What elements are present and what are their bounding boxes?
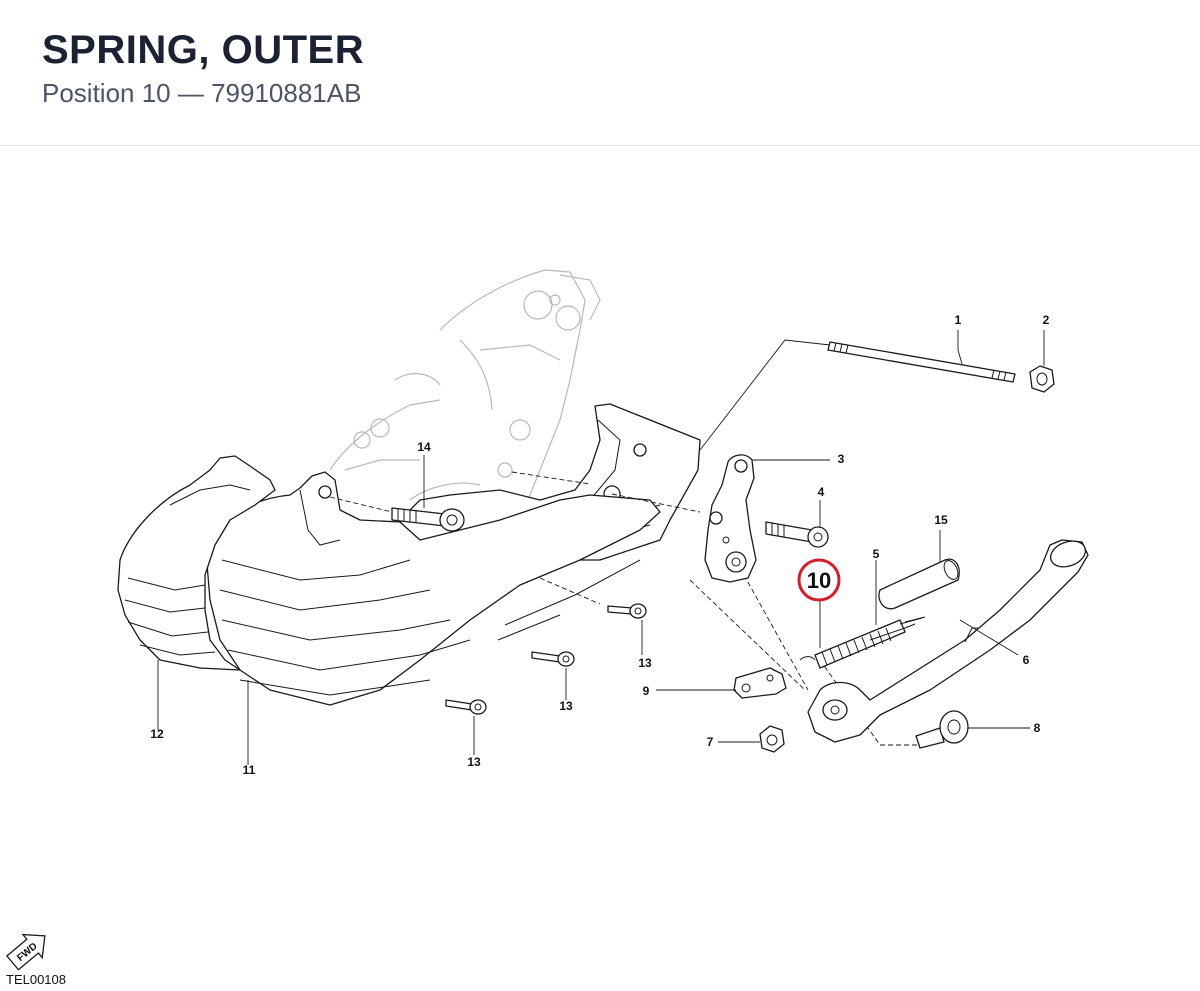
- part-5-inner-spring: [869, 616, 926, 641]
- screw-13-upper: [607, 603, 647, 619]
- part-4-bolt: [765, 521, 829, 548]
- part-9-plate: [733, 667, 787, 699]
- callout-6: 6: [1023, 653, 1030, 667]
- callout-5: 5: [873, 547, 880, 561]
- callout-9: 9: [643, 684, 650, 698]
- callout-13-middle: 13: [559, 699, 573, 713]
- part-3-bracket: [704, 454, 757, 583]
- part-10-outer-spring: [799, 617, 923, 669]
- part-8-pivot-bolt: [915, 710, 969, 749]
- callout-1: 1: [955, 313, 962, 327]
- part-15-sleeve: [878, 558, 960, 610]
- callout-13-upper: 13: [638, 656, 652, 670]
- diagram-reference-code: TEL00108: [6, 972, 66, 987]
- callout-2: 2: [1043, 313, 1050, 327]
- page-subtitle: Position 10 — 79910881AB: [42, 78, 362, 108]
- part-6-side-stand: [807, 539, 1089, 743]
- highlight-ring: [797, 558, 841, 602]
- part-1-threaded-pin: [827, 341, 1016, 383]
- screw-13-middle: [531, 651, 575, 667]
- bracket-pin-guide-line: [699, 339, 831, 451]
- callout-8: 8: [1034, 721, 1041, 735]
- fwd-arrow-icon: FWD: [5, 933, 46, 971]
- screw-13-lower: [445, 699, 487, 715]
- callout-7: 7: [707, 735, 714, 749]
- assembly-dash-lines: [329, 471, 930, 746]
- callout-13-lower: 13: [467, 755, 481, 769]
- part-12-side-cover: [117, 455, 276, 671]
- page-header: SPRING, OUTER Position 10 — 79910881AB: [0, 0, 1200, 146]
- callout-3: 3: [838, 452, 845, 466]
- part-7-nut: [759, 725, 785, 753]
- callout-11: 11: [243, 763, 256, 777]
- highlight-callout-10[interactable]: 10: [797, 558, 841, 602]
- part-2-nut: [1029, 365, 1055, 393]
- callout-10: 10: [807, 568, 831, 593]
- leader-lines: [157, 330, 1045, 765]
- page-title: SPRING, OUTER: [42, 28, 365, 72]
- callout-12: 12: [150, 727, 164, 741]
- screw-14: [391, 507, 465, 532]
- callout-14: 14: [417, 440, 431, 454]
- callout-15: 15: [934, 513, 948, 527]
- exploded-parts-diagram: 10 1 2 3 4 5 6 7 8 9 11 12 13 13 13 14 1…: [5, 269, 1089, 971]
- callout-4: 4: [818, 485, 825, 499]
